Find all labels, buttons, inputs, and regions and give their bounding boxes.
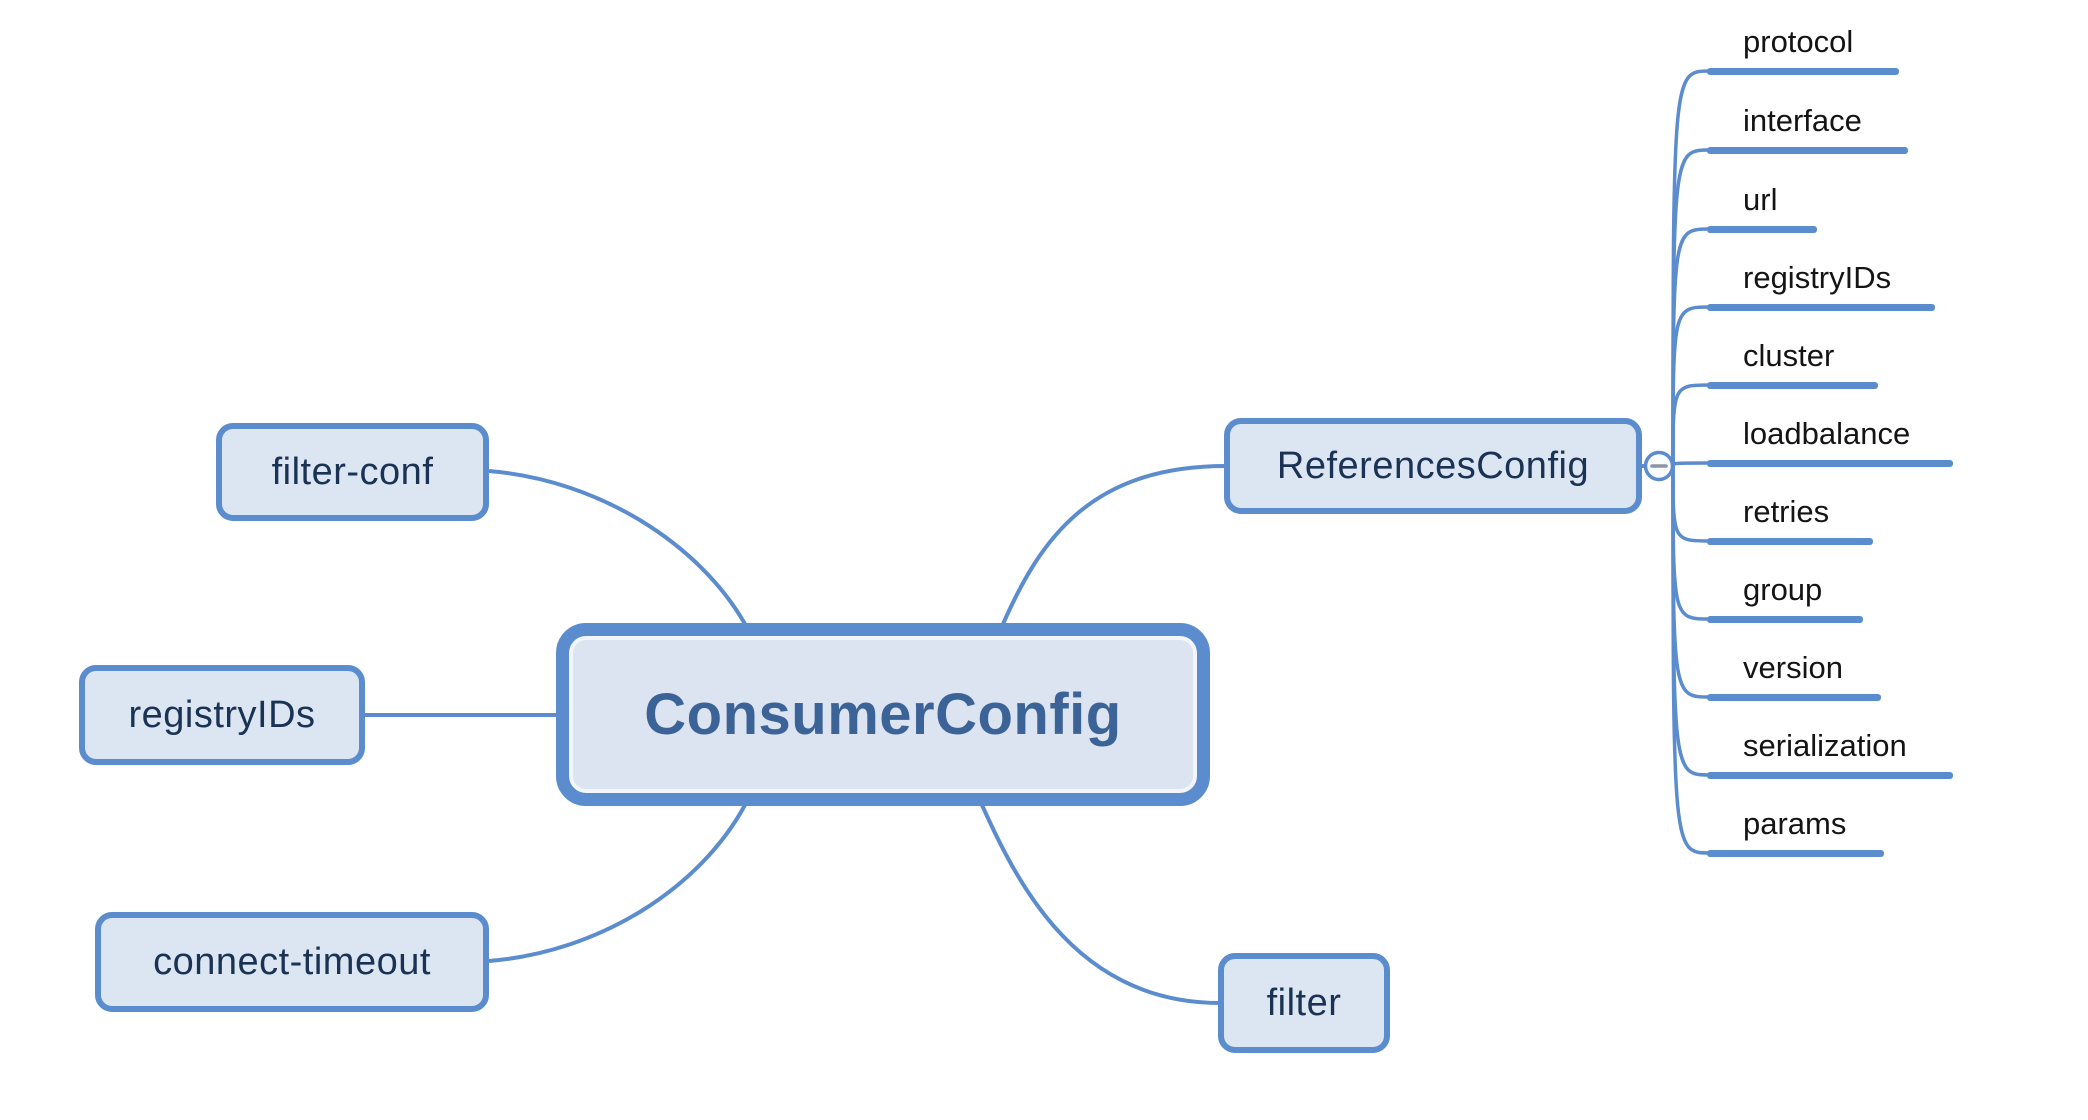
node-referencesconfig[interactable]: ReferencesConfig bbox=[1224, 418, 1642, 514]
leaf-node-interface[interactable]: interface bbox=[1743, 103, 1862, 138]
edge-filter-conf-to-root bbox=[488, 469, 747, 625]
leaf-underline-cluster bbox=[1707, 382, 1878, 389]
leaf-underline-group bbox=[1707, 616, 1863, 623]
node-filter[interactable]: filter bbox=[1218, 953, 1390, 1053]
leaf-underline-loadbalance bbox=[1707, 460, 1953, 467]
leaf-node-serialization[interactable]: serialization bbox=[1743, 728, 1907, 763]
node-consumerconfig[interactable]: ConsumerConfig bbox=[556, 623, 1210, 806]
leaf-node-loadbalance[interactable]: loadbalance bbox=[1743, 416, 1911, 451]
leaf-node-registryids[interactable]: registryIDs bbox=[1743, 260, 1892, 295]
node-filter-label: filter bbox=[1266, 981, 1342, 1024]
leaf-node-protocol[interactable]: protocol bbox=[1743, 24, 1854, 59]
leaf-node-version[interactable]: version bbox=[1743, 650, 1843, 685]
leaf-underline-version bbox=[1707, 694, 1881, 701]
node-filter-conf[interactable]: filter-conf bbox=[216, 423, 489, 521]
leaf-underline-retries bbox=[1707, 538, 1873, 545]
node-filter-conf-label: filter-conf bbox=[271, 450, 434, 493]
node-connect-timeout-label: connect-timeout bbox=[153, 940, 431, 983]
edge-root-to-referencesconfig bbox=[1001, 464, 1227, 625]
leaf-node-retries[interactable]: retries bbox=[1743, 494, 1830, 529]
edge-ref-version bbox=[1671, 465, 1711, 699]
leaf-node-group[interactable]: group bbox=[1743, 572, 1823, 607]
edge-ref-cluster bbox=[1671, 383, 1711, 467]
edge-root-to-filter bbox=[980, 804, 1221, 1005]
node-registryids-label: registryIDs bbox=[128, 693, 316, 736]
leaf-underline-protocol bbox=[1707, 68, 1899, 75]
node-registryids[interactable]: registryIDs bbox=[79, 665, 365, 765]
leaf-node-params[interactable]: params bbox=[1743, 806, 1847, 841]
edge-ref-retries bbox=[1671, 465, 1711, 543]
leaf-underline-serialization bbox=[1707, 772, 1953, 779]
node-referencesconfig-label: ReferencesConfig bbox=[1276, 444, 1590, 487]
leaf-underline-params bbox=[1707, 850, 1884, 857]
leaf-node-url[interactable]: url bbox=[1743, 182, 1778, 217]
leaf-underline-url bbox=[1707, 226, 1817, 233]
leaf-node-cluster[interactable]: cluster bbox=[1743, 338, 1835, 373]
edge-ref-protocol bbox=[1671, 69, 1711, 467]
leaf-underline-registryids bbox=[1707, 304, 1935, 311]
leaf-underline-interface bbox=[1707, 147, 1908, 154]
edge-ref-url bbox=[1671, 227, 1711, 467]
edge-connect-timeout-to-root bbox=[488, 804, 747, 963]
edge-ref-loadbalance bbox=[1671, 461, 1711, 467]
edge-ref-params bbox=[1671, 465, 1711, 855]
node-connect-timeout[interactable]: connect-timeout bbox=[95, 912, 489, 1012]
collapse-icon[interactable] bbox=[1643, 450, 1675, 482]
node-consumerconfig-label: ConsumerConfig bbox=[644, 682, 1122, 747]
